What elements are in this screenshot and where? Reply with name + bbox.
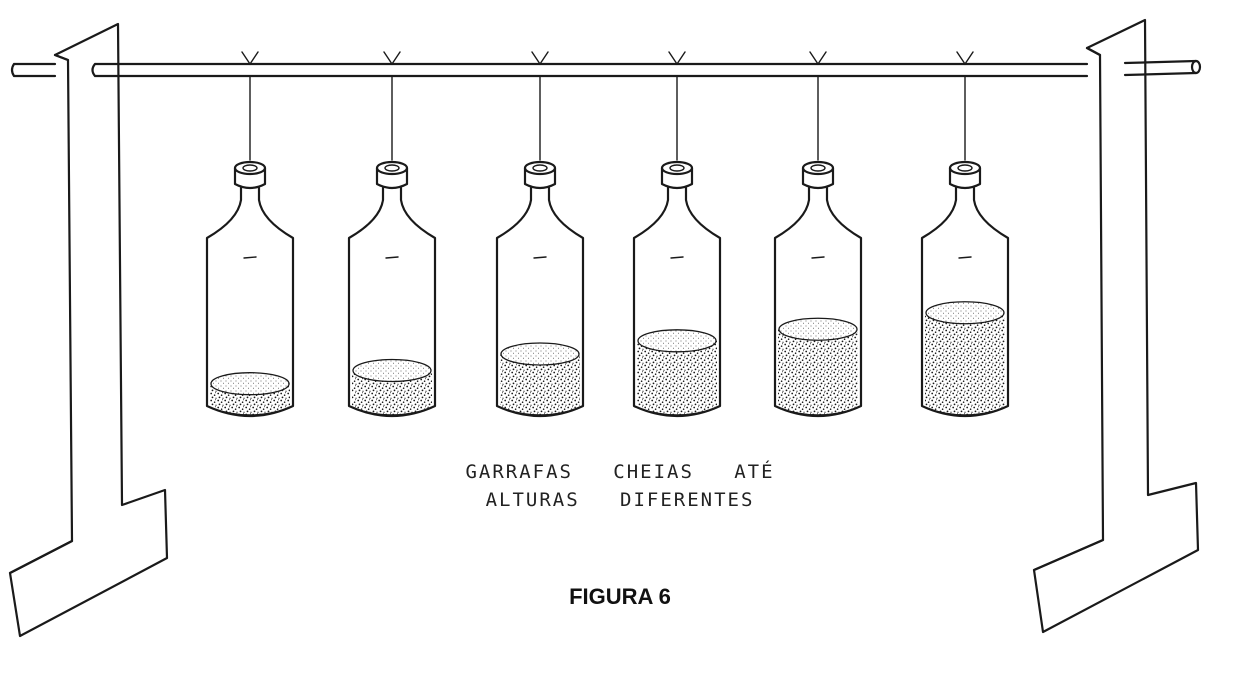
cap-ring — [532, 164, 548, 172]
hanging-string — [241, 51, 259, 161]
bottle-contents — [925, 312, 1005, 415]
cap-ring — [242, 164, 258, 172]
figure-label: FIGURA 6 — [569, 584, 671, 609]
hanging-rod — [10, 59, 1202, 78]
bottle-cap — [660, 166, 694, 190]
cap-top — [948, 160, 982, 176]
bottle-cap — [375, 166, 409, 190]
bottle-outline — [920, 186, 1010, 418]
cap-top — [801, 160, 835, 176]
left-stand — [8, 22, 169, 638]
bottle-outline — [205, 186, 295, 418]
cap-ring — [384, 164, 400, 172]
bottle-2 — [347, 51, 437, 418]
contents-surface — [925, 301, 1005, 325]
bottle-outline — [495, 186, 585, 418]
glass-highlight — [811, 256, 825, 259]
cap-top — [233, 160, 267, 176]
bottle-base — [778, 407, 858, 416]
bottle-cap — [801, 166, 835, 190]
bottle-base — [352, 407, 432, 416]
hanging-string — [383, 51, 401, 161]
bottles — [205, 51, 1010, 418]
cap-ring — [669, 164, 685, 172]
bottle-base — [210, 407, 290, 416]
cap-top — [660, 160, 694, 176]
hanging-string — [956, 51, 974, 161]
bottle-outline — [347, 186, 437, 418]
bottle-4 — [632, 51, 722, 418]
bottle-cap — [523, 166, 557, 190]
right-stand — [1032, 18, 1200, 634]
cap-top — [523, 160, 557, 176]
hanging-string — [668, 51, 686, 161]
bottle-cap — [233, 166, 267, 190]
contents-surface — [778, 317, 858, 341]
bottle-contents — [352, 370, 432, 415]
bottle-base — [925, 407, 1005, 416]
glass-highlight — [958, 256, 972, 259]
contents-surface — [637, 329, 717, 353]
bottle-contents — [500, 354, 580, 415]
bottle-contents — [637, 340, 717, 415]
contents-surface — [500, 342, 580, 366]
bottle-base — [500, 407, 580, 416]
bottle-outline — [773, 186, 863, 418]
bottle-5 — [773, 51, 863, 418]
hanging-string — [531, 51, 549, 161]
hanging-string — [809, 51, 827, 161]
glass-highlight — [243, 256, 257, 259]
bottle-3 — [495, 51, 585, 418]
bottle-contents — [778, 329, 858, 415]
cap-ring — [957, 164, 973, 172]
bottle-base — [637, 407, 717, 416]
bottle-6 — [920, 51, 1010, 418]
bottle-cap — [948, 166, 982, 190]
glass-highlight — [533, 256, 547, 259]
bottle-1 — [205, 51, 295, 418]
caption-line-1: GARRAFAS CHEIAS ATÉ — [465, 461, 775, 483]
cap-top — [375, 160, 409, 176]
caption-line-2: ALTURAS DIFERENTES — [485, 489, 755, 511]
contents-surface — [210, 372, 290, 396]
glass-highlight — [385, 256, 399, 259]
glass-highlight — [670, 256, 684, 259]
cap-ring — [810, 164, 826, 172]
contents-surface — [352, 358, 432, 383]
bottle-outline — [632, 186, 722, 418]
